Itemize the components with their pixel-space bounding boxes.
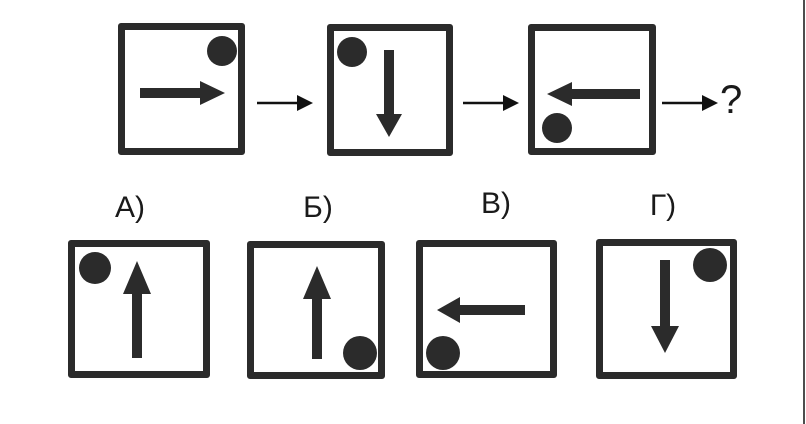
dot-icon [426,336,460,370]
option-box-v[interactable] [416,240,557,378]
option-label-v[interactable]: В) [481,187,511,220]
sequence-box-1 [118,23,245,155]
sequence-box-3-graphic [542,82,640,143]
option-box-g-graphic [651,248,727,353]
option-label-b[interactable]: Б) [303,191,333,224]
arrow-left-icon [437,297,525,323]
sequence-arrow-icon [257,95,313,111]
arrow-down-icon [651,260,679,353]
arrow-up-icon [303,266,331,359]
dot-icon [79,252,111,284]
option-box-v-graphic [426,297,525,370]
sequence-box-2 [327,24,453,156]
arrow-up-icon [123,261,151,358]
option-box-b[interactable] [247,241,385,379]
sequence-box-2-graphic [337,37,402,137]
option-label-g[interactable]: Г) [649,189,677,222]
option-box-a-graphic [79,252,151,358]
page-edge-line [803,0,805,424]
dot-icon [207,36,237,66]
question-mark: ? [720,78,743,122]
option-label-a[interactable]: А) [115,191,145,224]
option-box-g[interactable] [596,239,737,379]
arrow-right-icon [140,81,225,105]
sequence-box-3 [528,24,656,155]
option-box-b-graphic [303,266,377,370]
sequence-arrow-icon [463,95,519,111]
sequence-box-1-graphic [140,36,237,105]
arrow-left-icon [547,82,640,106]
option-box-a[interactable] [68,240,210,378]
sequence-arrow-icon [662,95,718,111]
dot-icon [693,248,727,282]
arrow-down-icon [376,50,402,137]
dot-icon [337,37,367,67]
dot-icon [542,113,572,143]
dot-icon [343,336,377,370]
